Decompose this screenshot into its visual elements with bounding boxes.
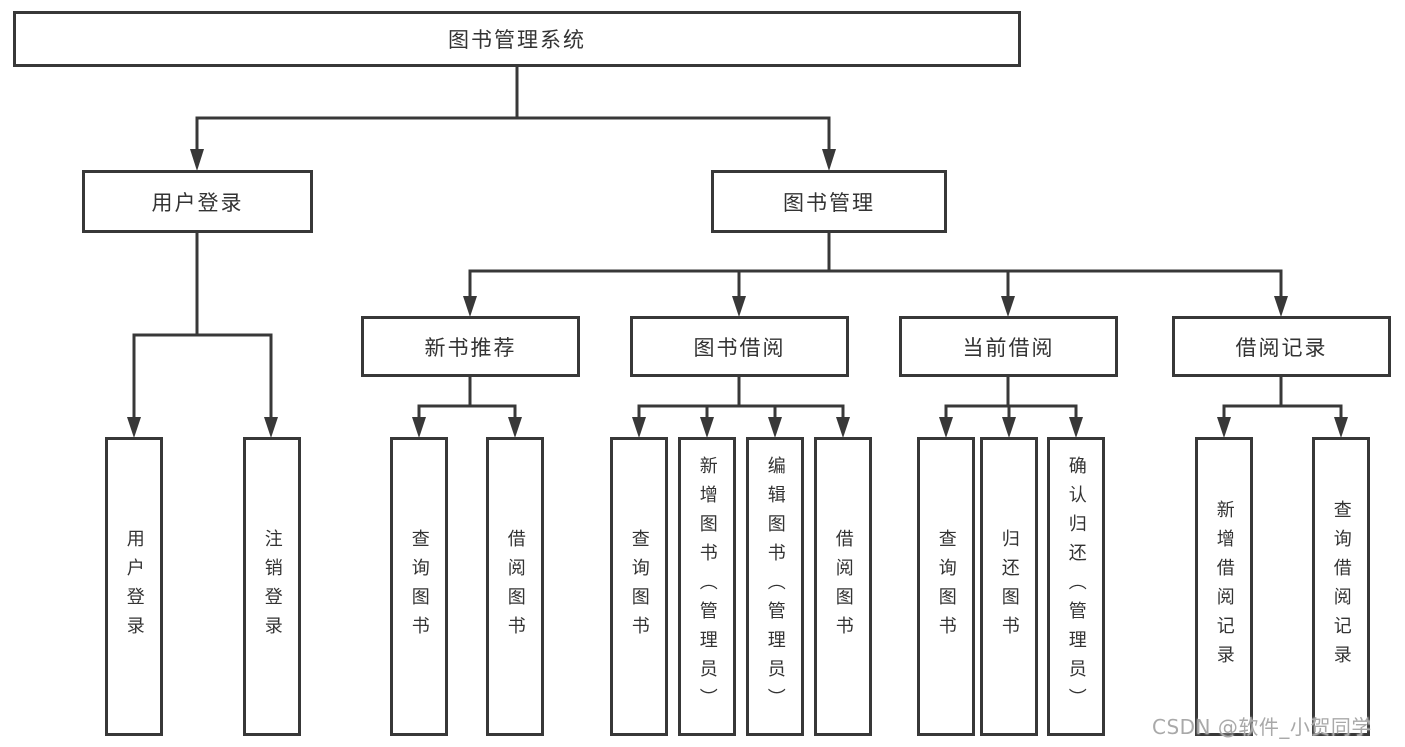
leaf-query-books-current: 查询图书 [917, 437, 975, 736]
node-current-borrow: 当前借阅 [899, 316, 1118, 377]
node-root-library-system: 图书管理系统 [13, 11, 1021, 67]
leaf-query-borrow-record: 查询借阅记录 [1312, 437, 1370, 736]
leaf-label: 借阅图书 [832, 528, 854, 645]
leaf-label: 归还图书 [998, 528, 1020, 645]
leaf-label: 查询图书 [935, 528, 957, 645]
leaf-label: 查询图书 [408, 528, 430, 645]
leaf-label: 借阅图书 [504, 528, 526, 645]
leaf-user-login: 用户登录 [105, 437, 163, 736]
leaf-label: 编辑图书（管理员） [764, 456, 786, 717]
leaf-add-borrow-record: 新增借阅记录 [1195, 437, 1253, 736]
leaf-borrow-books: 借阅图书 [814, 437, 872, 736]
leaf-label: 确认归还（管理员） [1065, 456, 1087, 717]
leaf-label: 注销登录 [261, 528, 283, 645]
leaf-confirm-return-admin: 确认归还（管理员） [1047, 437, 1105, 736]
leaf-query-books-borrow: 查询图书 [610, 437, 668, 736]
node-borrow-records: 借阅记录 [1172, 316, 1391, 377]
leaf-label: 查询借阅记录 [1330, 499, 1352, 674]
csdn-watermark: CSDN @软件_小贺同学 [1152, 715, 1372, 739]
leaf-logout: 注销登录 [243, 437, 301, 736]
leaf-add-books-admin: 新增图书（管理员） [678, 437, 736, 736]
leaf-query-books-recommend: 查询图书 [390, 437, 448, 736]
arrowheads [127, 149, 1348, 438]
leaf-label: 用户登录 [123, 528, 145, 645]
leaf-edit-books-admin: 编辑图书（管理员） [746, 437, 804, 736]
node-user-login: 用户登录 [82, 170, 313, 233]
leaf-return-books: 归还图书 [980, 437, 1038, 736]
node-book-management: 图书管理 [711, 170, 947, 233]
node-book-borrow: 图书借阅 [630, 316, 849, 377]
node-new-book-recommend: 新书推荐 [361, 316, 580, 377]
leaf-label: 查询图书 [628, 528, 650, 645]
leaf-label: 新增借阅记录 [1213, 499, 1235, 674]
leaf-borrow-books-recommend: 借阅图书 [486, 437, 544, 736]
leaf-label: 新增图书（管理员） [696, 456, 718, 717]
